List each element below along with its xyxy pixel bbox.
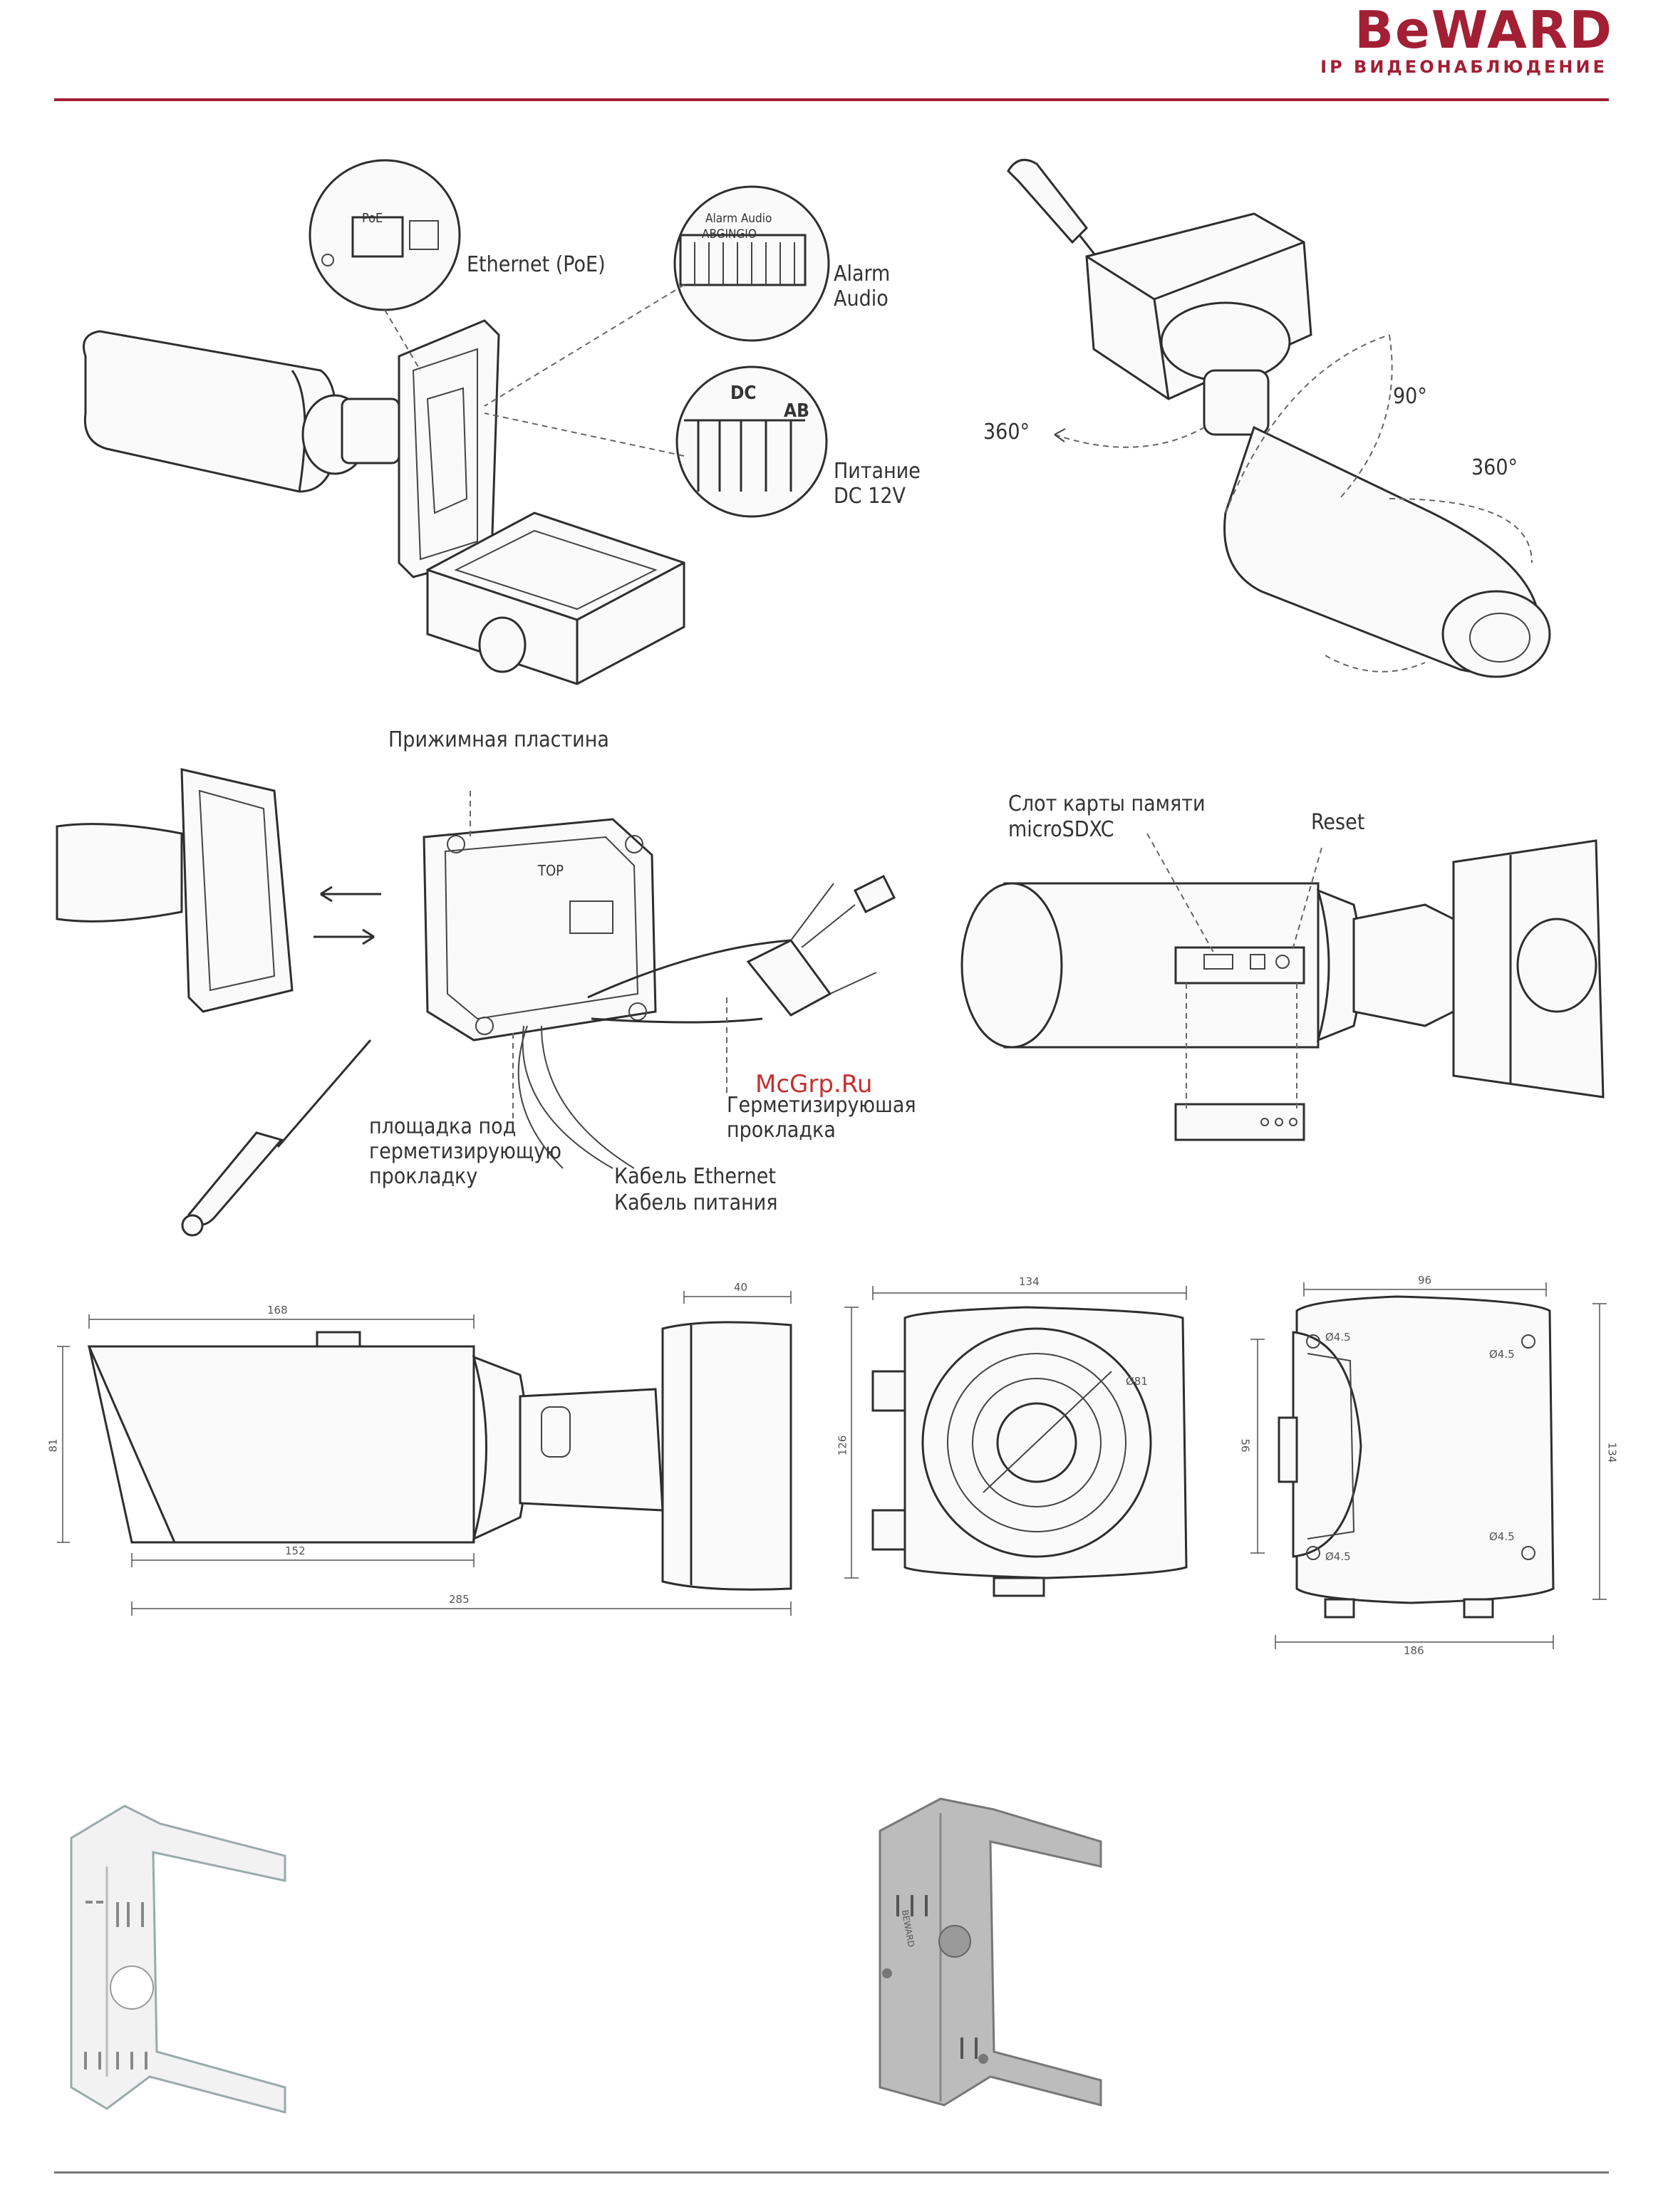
dim-front-lens: Ø81 — [1126, 1375, 1148, 1388]
front-dimension-drawing — [844, 1286, 1188, 1597]
gasket-label-1: Герметизируюшая — [727, 1093, 916, 1118]
box-top-marking: TOP — [538, 862, 564, 879]
reset-label: Reset — [1311, 810, 1365, 835]
cabling-figure — [56, 768, 896, 1237]
terminal-header: Alarm Audio — [705, 212, 772, 226]
slot-figure — [960, 833, 1605, 1141]
pan-angle-label: 360° — [983, 420, 1030, 445]
dim-side-height: 81 — [46, 1438, 60, 1453]
dim-rear-top: 96 — [1418, 1274, 1432, 1287]
alarm-label: Alarm — [834, 261, 891, 286]
header-rule — [54, 98, 1609, 101]
power-label-2: DC 12V — [834, 484, 906, 509]
dim-hole-top-left: Ø4.5 — [1325, 1331, 1351, 1344]
dim-hole-bottom-left: Ø4.5 — [1325, 1550, 1351, 1563]
dim-rear-bottom: 186 — [1404, 1644, 1424, 1657]
connector-figure — [83, 159, 830, 685]
dim-side-top: 168 — [267, 1304, 288, 1317]
poe-tag: PoE — [362, 211, 383, 226]
pressure-plate-label: Прижимная пластина — [388, 727, 609, 752]
dim-rear-left: 56 — [1238, 1438, 1252, 1453]
bracket-white — [70, 1805, 286, 2114]
dim-front-width: 134 — [1019, 1275, 1040, 1288]
memory-slot-label-1: Слот карты памяти — [1008, 791, 1206, 816]
dim-front-height: 126 — [836, 1435, 849, 1456]
audio-label: Audio — [834, 286, 889, 311]
dim-side-total: 285 — [449, 1593, 470, 1606]
memory-slot-label-2: microSDXC — [1008, 817, 1114, 842]
seal-pad-label-3: прокладку — [369, 1164, 478, 1189]
brand-logo: BeWARD — [1354, 0, 1613, 60]
dim-hole-top-right: Ø4.5 — [1489, 1348, 1515, 1361]
power-label-1: Питание — [834, 459, 921, 484]
dim-side-mount: 40 — [734, 1281, 748, 1294]
rear-dimension-drawing — [1250, 1282, 1607, 1649]
footer-rule — [54, 2171, 1609, 2174]
side-dimension-drawing — [57, 1291, 792, 1616]
tilt-angle-label: 90° — [1393, 384, 1427, 409]
ab-tag: AB — [784, 400, 809, 422]
terminal-pins: ABGINGIO — [702, 227, 757, 242]
dc-tag: DC — [730, 383, 757, 404]
watermark: McGrp.Ru — [755, 1070, 873, 1099]
seal-pad-label-1: площадка под — [369, 1114, 517, 1139]
power-cable-label: Кабель питания — [614, 1190, 778, 1215]
gasket-label-2: прокладка — [727, 1118, 836, 1143]
rotate-angle-label: 360° — [1471, 455, 1518, 480]
rotation-figure — [1007, 158, 1551, 678]
dim-side-inner: 152 — [285, 1544, 306, 1557]
bracket-grey — [879, 1797, 1102, 2107]
dim-rear-right: 134 — [1605, 1442, 1619, 1463]
dim-hole-bottom-right: Ø4.5 — [1489, 1530, 1515, 1543]
ethernet-poe-label: Ethernet (PoE) — [467, 252, 606, 277]
brand-tagline: IP ВИДЕОНАБЛЮДЕНИЕ — [1320, 57, 1607, 77]
seal-pad-label-2: герметизирующую — [369, 1139, 561, 1164]
ethernet-cable-label: Кабель Ethernet — [614, 1164, 776, 1189]
